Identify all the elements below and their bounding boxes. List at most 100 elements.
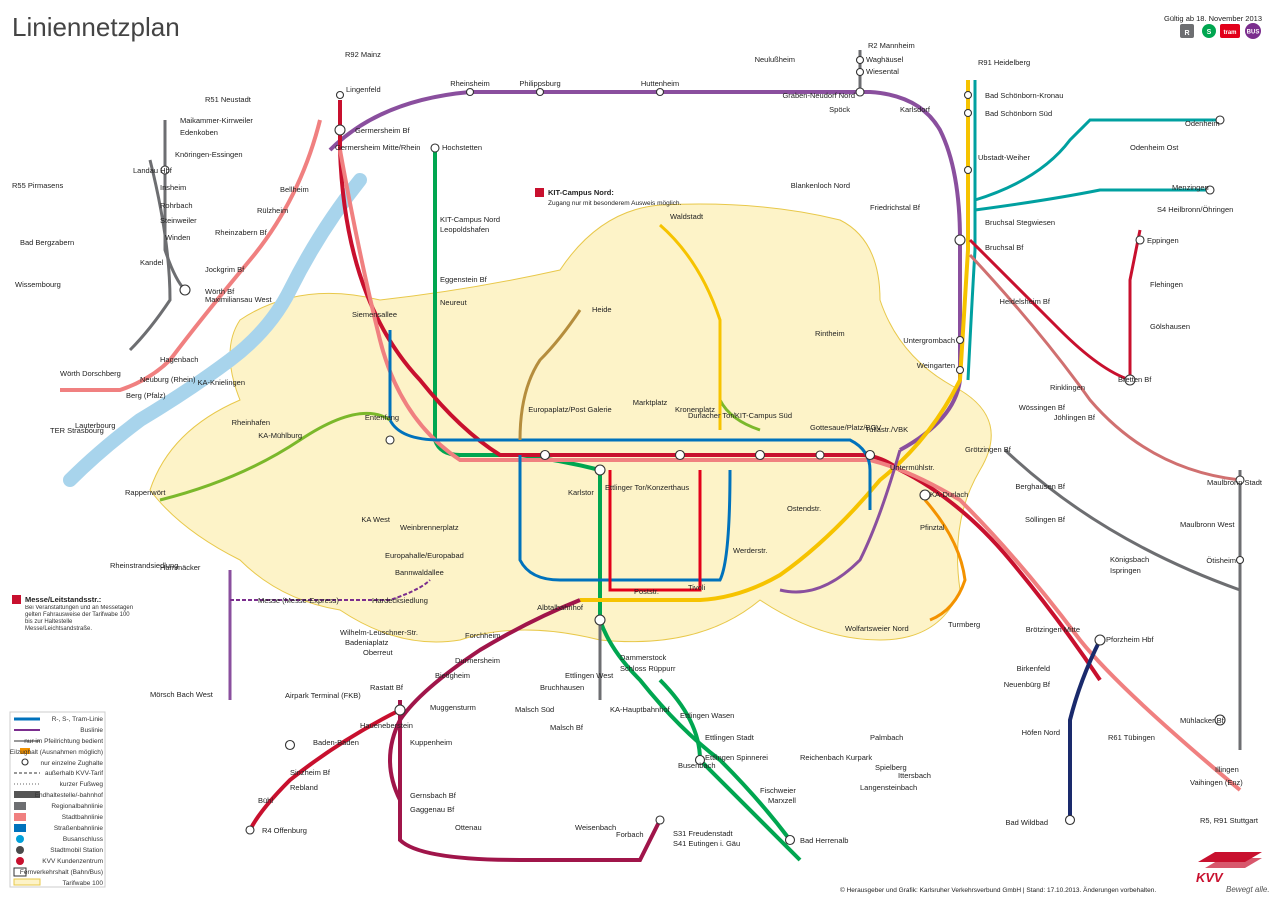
station-label-heide: Heide bbox=[592, 305, 612, 314]
station-bad-wildbad[interactable] bbox=[1064, 814, 1076, 826]
station-worth-bf[interactable] bbox=[179, 284, 191, 296]
station-label-gaggenau: Gaggenau Bf bbox=[410, 805, 455, 814]
station-label-spielberg: Spielberg bbox=[875, 763, 907, 772]
station-label-ettlwest: Ettlingen West bbox=[565, 671, 614, 680]
station-label-badenb: Baden-Baden bbox=[313, 738, 359, 747]
station-pforzheim-hbf[interactable] bbox=[1094, 634, 1106, 646]
station-germersheim-bf[interactable] bbox=[334, 124, 346, 136]
station-bad-schonborn-kronau[interactable] bbox=[963, 90, 973, 100]
station-lingenfeld[interactable] bbox=[335, 90, 345, 100]
station-muhlacker-bf[interactable] bbox=[1214, 714, 1226, 726]
station-label-maximil: Maximiliansau West bbox=[205, 295, 272, 304]
station-label-bir: Birkenfeld bbox=[1017, 664, 1050, 673]
station-label-neureut: Neureut bbox=[440, 298, 468, 307]
station-label-wies: Wiesental bbox=[866, 67, 899, 76]
station-menzingen[interactable] bbox=[1205, 185, 1215, 195]
station-europaplatz[interactable] bbox=[539, 449, 551, 461]
mode-badges: R S tram BUS bbox=[1180, 23, 1261, 39]
legend-swatch-regional bbox=[14, 802, 26, 810]
line-tram-6 bbox=[159, 411, 391, 502]
station-label-siemens: Siemensallee bbox=[352, 310, 397, 319]
station-bad-herrenalb[interactable] bbox=[784, 834, 796, 846]
station-tullastr[interactable] bbox=[864, 449, 876, 461]
station-bad-schonborn-sud[interactable] bbox=[963, 108, 973, 118]
station-kronenplatz[interactable] bbox=[674, 449, 686, 461]
station-rastatt-bf[interactable] bbox=[394, 704, 406, 716]
station-label-friedrichstal: Friedrichstal Bf bbox=[870, 203, 921, 212]
station-otisheim[interactable] bbox=[1235, 555, 1245, 565]
station-gottesaue[interactable] bbox=[815, 450, 825, 460]
station-buhl[interactable] bbox=[245, 825, 255, 835]
station-landau-hbf[interactable] bbox=[160, 165, 170, 175]
station-label-karlstor: Karlstor bbox=[568, 488, 594, 497]
station-label-stuttgart: R5, R91 Stuttgart bbox=[1200, 816, 1259, 825]
station-label-gernsbach: Gernsbach Bf bbox=[410, 791, 457, 800]
station-entenfang[interactable] bbox=[385, 435, 395, 445]
station-eppingen[interactable] bbox=[1135, 235, 1145, 245]
legend-label: kurzer Fußweg bbox=[60, 781, 104, 788]
station-label-durmersheim: Durmersheim bbox=[455, 656, 500, 665]
station-label-goels: Gölshausen bbox=[1150, 322, 1190, 331]
legend-label: Tarifwabe 100 bbox=[63, 880, 104, 887]
station-label-strasb: TER Strasbourg bbox=[50, 426, 104, 435]
station-bruchsal-bf[interactable] bbox=[954, 234, 966, 246]
station-ettlingen-stadt[interactable] bbox=[694, 754, 706, 766]
station-label-ruppurr: Schloss Rüppurr bbox=[620, 664, 676, 673]
station-label-sollingen: Söllingen Bf bbox=[1025, 515, 1066, 524]
station-ka-durlach[interactable] bbox=[919, 489, 931, 501]
station-maulbronn-stadt[interactable] bbox=[1235, 475, 1245, 485]
station-odenheim[interactable] bbox=[1215, 115, 1225, 125]
station-durlacher-tor[interactable] bbox=[754, 449, 766, 461]
station-label-badherrenalb: Bad Herrenalb bbox=[800, 836, 848, 845]
line-s3-yellow bbox=[580, 80, 970, 602]
line-regional-ettlingen bbox=[598, 448, 1241, 700]
station-bretten-bf[interactable] bbox=[1124, 374, 1136, 386]
station-marktplatz[interactable] bbox=[594, 464, 606, 476]
station-wiesental[interactable] bbox=[855, 67, 865, 77]
station-label-pirmasens: R55 Pirmasens bbox=[12, 181, 64, 190]
station-label-marktp: Marktplatz bbox=[633, 398, 668, 407]
station-label-mannheim: R2 Mannheim bbox=[868, 41, 915, 50]
station-ubstadt-weiher[interactable] bbox=[963, 165, 973, 175]
footer-copyright: © Herausgeber und Grafik: Karlsruher Ver… bbox=[840, 886, 1156, 894]
station-label-rebland: Rebland bbox=[290, 783, 318, 792]
station-label-durltor: Durlacher Tor/KIT-Campus Süd bbox=[688, 411, 792, 420]
station-rheinsheim[interactable] bbox=[465, 87, 475, 97]
station-label-weisenbach: Weisenbach bbox=[575, 823, 616, 832]
station-label-pfinz: Pfinztal bbox=[920, 523, 945, 532]
station-weingarten[interactable] bbox=[955, 365, 965, 375]
legend-label: R-, S-, Tram-Linie bbox=[52, 716, 104, 723]
station-label-germm: Germersheim Mitte/Rhein bbox=[335, 143, 420, 152]
station-baden-baden[interactable] bbox=[284, 739, 296, 751]
notice-kit-title: KIT-Campus Nord: bbox=[548, 188, 614, 197]
station-huttenheim[interactable] bbox=[655, 87, 665, 97]
station-label-otisheim: Ötisheim bbox=[1206, 556, 1236, 565]
badge-r-label: R bbox=[1184, 30, 1189, 37]
legend-label: nur einzelne Zughalte bbox=[40, 760, 103, 767]
station-label-hutt: Huttenheim bbox=[641, 79, 679, 88]
station-label-konigs: Königsbach bbox=[1110, 555, 1149, 564]
station-label-knoring: Knöringen-Essingen bbox=[175, 150, 243, 159]
station-label-reichenbach: Reichenbach Kurpark bbox=[800, 753, 872, 762]
station-label-phil: Philippsburg bbox=[519, 79, 560, 88]
station-label-rappenw: Rappenwört bbox=[125, 488, 166, 497]
legend-label: Stadtbahnlinie bbox=[62, 814, 104, 821]
station-ka-hauptbahnhof[interactable] bbox=[594, 614, 606, 626]
station-label-jockgrim: Jockgrim Bf bbox=[205, 265, 245, 274]
station-label-neuburg: Neuburg (Rhein) bbox=[140, 375, 196, 384]
line-s31-rastatt bbox=[388, 598, 581, 801]
station-label-kahbf: KA-Hauptbahnhof bbox=[610, 705, 671, 714]
station-philippsburg[interactable] bbox=[535, 87, 545, 97]
station-waghausel[interactable] bbox=[855, 55, 865, 65]
legend-label: Busanschluss bbox=[63, 836, 104, 843]
station-label-landau: Landau Hbf bbox=[133, 166, 173, 175]
station-forbach[interactable] bbox=[655, 815, 665, 825]
station-untergrombach[interactable] bbox=[955, 335, 965, 345]
station-label-maulbronnw: Maulbronn West bbox=[1180, 520, 1235, 529]
station-hochstetten[interactable] bbox=[430, 143, 440, 153]
page-title: Liniennetzplan bbox=[12, 12, 180, 42]
station-label-unterg: Untergrombach bbox=[903, 336, 955, 345]
station-label-ettltor: Ettlinger Tor/Konzerthaus bbox=[605, 483, 689, 492]
station-graben-neudorf[interactable] bbox=[855, 87, 865, 97]
